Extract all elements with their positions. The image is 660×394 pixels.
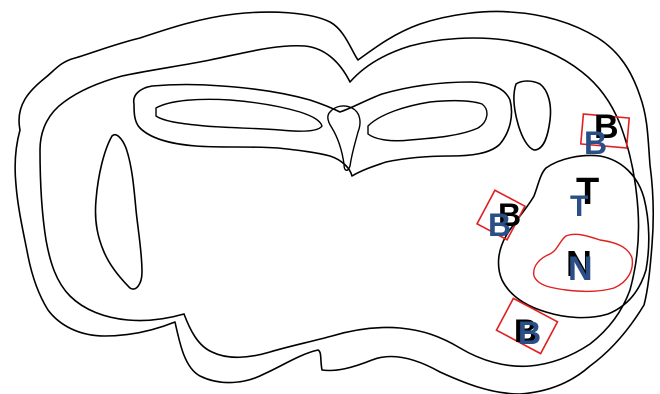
label-t-blue: T: [570, 190, 588, 223]
label-b-top-blue: B: [584, 125, 607, 161]
right-elongated-structure-outline: [514, 81, 551, 150]
midline-structure-outline: [328, 106, 360, 170]
label-n-blue: N: [568, 250, 593, 288]
label-b-left-blue: B: [488, 207, 511, 243]
central-inner-outline-left: [156, 99, 322, 131]
left-lateral-structure-outline: [95, 135, 142, 289]
central-inner-outline-right: [368, 101, 487, 141]
central-structure-outline: [134, 82, 512, 176]
label-b-bottom-blue: B: [518, 315, 541, 351]
tumor-region-outline: [499, 156, 649, 318]
brain-outer-outline: [15, 12, 653, 394]
